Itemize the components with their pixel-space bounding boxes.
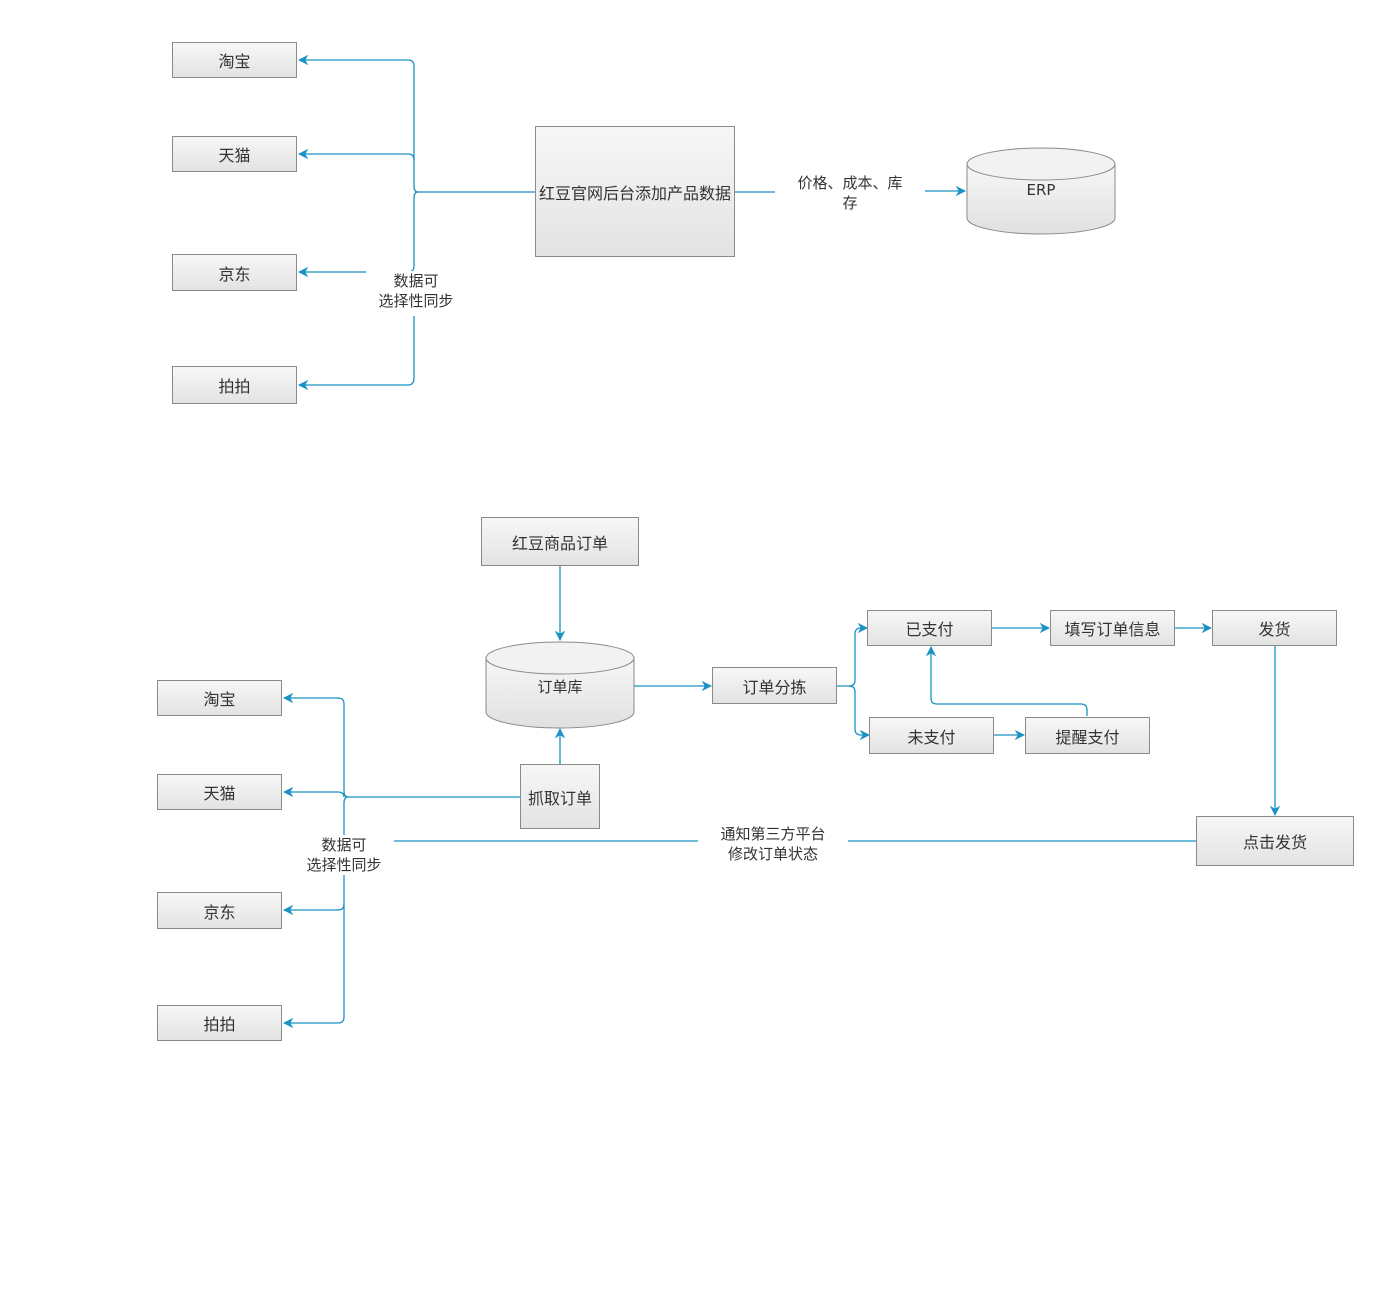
sync-label-2: 数据可 选择性同步 [294,835,394,875]
platform-taobao-1: 淘宝 [172,42,297,78]
sync-label-2-line-1: 数据可 [321,836,367,854]
edge-bus-to-taobao-2 [282,692,349,798]
edge-label-line-2: 存 [842,194,858,212]
platform-paipai-2: 拍拍 [157,1005,282,1041]
sync-label-2-line-2: 选择性同步 [306,856,382,874]
edge-bus-to-paipai-1 [297,316,415,391]
edge-bus-to-taobao-1 [297,54,419,193]
edge-bus-to-tmall-2 [282,786,345,798]
sync-label-line-2: 选择性同步 [378,292,454,310]
edge-bus-to-paipai-2 [282,904,345,1029]
fill-order-info-box: 填写订单信息 [1050,610,1175,646]
source-product-data: 红豆官网后台添加产品数据 [535,126,735,257]
unpaid-box: 未支付 [869,717,994,754]
edge-bus-to-jd-1 [297,191,419,278]
edge-remind-to-paid [925,645,1088,716]
platform-tmall-2: 天猫 [157,774,282,810]
platform-paipai-1: 拍拍 [172,366,297,404]
order-db-label: 订单库 [537,678,583,696]
erp-label: ERP [1026,181,1056,199]
platform-jd-1: 京东 [172,254,297,291]
sync-label-1: 数据可 选择性同步 [366,271,466,311]
remind-payment-box: 提醒支付 [1025,717,1150,754]
platform-jd-2: 京东 [157,892,282,929]
notify-label-line-1: 通知第三方平台 [720,825,826,843]
platform-tmall-1: 天猫 [172,136,297,172]
sort-orders-box: 订单分拣 [712,667,837,704]
platform-taobao-2: 淘宝 [157,680,282,716]
order-db-cylinder [485,641,635,729]
edge-bus-to-tmall-1 [297,148,415,161]
ship-box: 发货 [1212,610,1337,646]
notify-label-line-2: 修改订单状态 [727,845,818,863]
paid-box: 已支付 [867,610,992,646]
edge-label-price-cost-stock: 价格、成本、库 存 [775,173,925,213]
orders-box: 红豆商品订单 [481,517,639,566]
click-ship-box: 点击发货 [1196,816,1354,866]
erp-cylinder [966,147,1116,235]
edge-sort-to-unpaid [848,685,871,741]
sync-label-line-1: 数据可 [393,272,439,290]
fetch-orders-box: 抓取订单 [520,764,600,829]
notify-label: 通知第三方平台 修改订单状态 [698,824,848,864]
edge-sort-to-paid [837,622,869,687]
edge-label-line-1: 价格、成本、库 [797,174,903,192]
